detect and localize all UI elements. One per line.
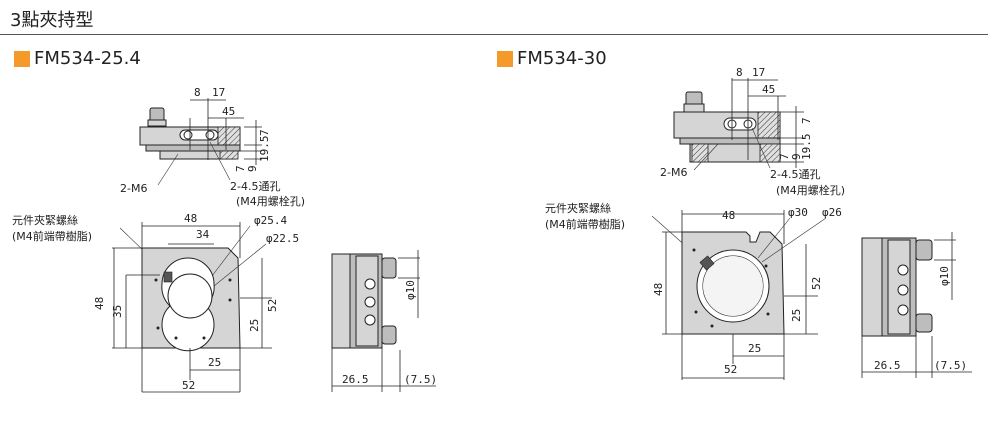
dim-48-top-left: 48 xyxy=(184,212,197,225)
label-clamp-screw-sub-left: (M4前端帶樹脂) xyxy=(12,229,92,243)
leader-m6-right xyxy=(693,143,719,171)
top-view-left xyxy=(139,98,262,165)
header-divider xyxy=(0,34,988,35)
side-view-left xyxy=(331,250,436,392)
front-view-right xyxy=(662,210,827,380)
dim-7-bottom-right: 7 xyxy=(778,153,791,160)
dim-19-5-right: 19.5 xyxy=(800,134,813,161)
label-through-hole-right: 2-4.5通孔 xyxy=(770,168,820,181)
dim-7-top-right: 7 xyxy=(800,117,813,124)
leader-through-right xyxy=(751,127,771,169)
label-through-hole-sub-right: (M4用螺栓孔) xyxy=(776,183,845,197)
label-clamp-screw-right: 元件夾緊螺絲 xyxy=(545,201,611,215)
dim-7-5-left: (7.5) xyxy=(404,373,437,386)
orange-square-icon xyxy=(497,50,513,67)
model-heading-right: FM534-30 xyxy=(497,48,607,69)
dim-8-right: 8 xyxy=(736,66,743,79)
label-2-m6-left: 2-M6 xyxy=(120,182,147,195)
label-clamp-screw-sub-right: (M4前端帶樹脂) xyxy=(545,217,625,231)
dim-45-right: 45 xyxy=(762,83,775,96)
model-heading-left: FM534-25.4 xyxy=(14,48,141,69)
dim-dia-10-left: φ10 xyxy=(404,280,417,300)
dim-17-left: 17 xyxy=(212,86,225,99)
label-through-hole-sub-left: (M4用螺栓孔) xyxy=(236,194,305,208)
dim-dia-30: φ30 xyxy=(788,206,808,219)
dim-dia-26: φ26 xyxy=(822,206,842,219)
dim-26-5-left: 26.5 xyxy=(342,373,369,386)
dim-48-side-left: 48 xyxy=(93,297,106,310)
label-2-m6-right: 2-M6 xyxy=(660,166,687,179)
leader-through-left xyxy=(209,141,231,181)
dim-dia-10-right: φ10 xyxy=(938,266,951,286)
dim-52-right-left: 52 xyxy=(266,299,279,312)
dim-7-top-left: 7 xyxy=(258,129,271,136)
dim-34-left: 34 xyxy=(196,228,210,241)
dim-25-horiz-left: 25 xyxy=(208,356,221,369)
page-title: 3點夾持型 xyxy=(10,10,94,31)
model-name-left: FM534-25.4 xyxy=(34,48,141,69)
front-view-left xyxy=(112,222,272,393)
top-view-right xyxy=(673,78,804,168)
dim-25-vert-left: 25 xyxy=(248,319,261,332)
dim-25-horiz-right: 25 xyxy=(748,342,761,355)
dim-26-5-right: 26.5 xyxy=(874,359,901,372)
dim-9-right: 9 xyxy=(790,153,803,160)
dim-7-5-right: (7.5) xyxy=(934,359,967,372)
dim-9-left: 9 xyxy=(246,165,259,172)
dim-52-bottom-left: 52 xyxy=(182,379,195,392)
label-clamp-screw-left: 元件夾緊螺絲 xyxy=(12,213,78,227)
dim-17-right: 17 xyxy=(752,66,765,79)
dim-48-side-right: 48 xyxy=(652,283,665,296)
dim-52-bottom-right: 52 xyxy=(724,363,737,376)
leader-m6-left xyxy=(157,153,179,186)
dim-25-vert-right: 25 xyxy=(790,309,803,322)
dim-7-bottom-left: 7 xyxy=(234,165,247,172)
dim-19-5-left: 19.5 xyxy=(258,136,271,163)
dim-8-left: 8 xyxy=(194,86,201,99)
label-through-hole-left: 2-4.5通孔 xyxy=(230,180,280,193)
model-name-right: FM534-30 xyxy=(517,48,607,69)
dim-dia-25-4: φ25.4 xyxy=(254,214,287,227)
dim-45-left: 45 xyxy=(222,105,235,118)
dim-dia-22-5: φ22.5 xyxy=(266,232,299,245)
dim-48-top-right: 48 xyxy=(722,209,735,222)
dim-35-left: 35 xyxy=(111,305,124,318)
side-view-right xyxy=(861,232,972,378)
dim-52-right-right: 52 xyxy=(810,277,823,290)
orange-square-icon xyxy=(14,50,30,67)
